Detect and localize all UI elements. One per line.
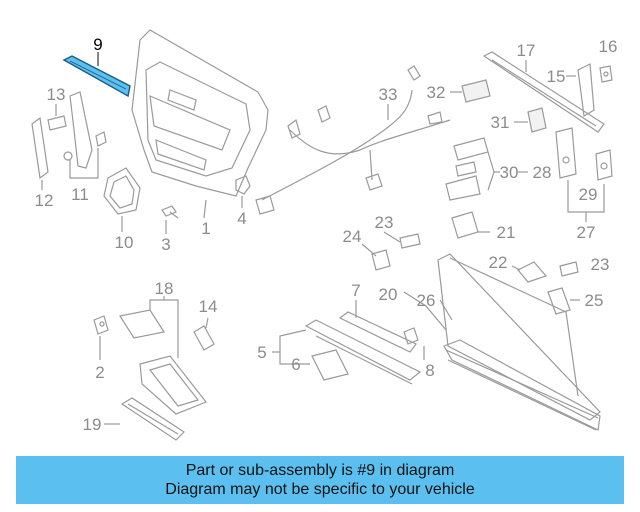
callout-33: 33: [379, 85, 398, 104]
part-18-handle-assembly: [119, 296, 207, 415]
info-banner: Part or sub-assembly is #9 in diagram Di…: [16, 456, 624, 504]
part-32-switch: [450, 79, 491, 103]
callout-11: 11: [71, 185, 89, 204]
callout-4: 4: [237, 209, 246, 228]
part-22-handle: [511, 261, 548, 283]
callout-9[interactable]: 9: [93, 35, 102, 54]
part-23-bracket-b: [559, 261, 579, 277]
callout-27: 27: [577, 223, 596, 242]
part-21-handle-cup: [451, 211, 490, 239]
callout-20: 20: [379, 285, 398, 304]
part-11-13-pillar-trim: [31, 91, 107, 190]
part-8-clip: [403, 327, 425, 360]
part-5-lower-garnish: [272, 319, 422, 385]
callout-22: 22: [489, 253, 508, 272]
part-3-screw: [161, 205, 179, 234]
door-trim-panel: [131, 29, 269, 219]
part-26-sunshade: [403, 253, 601, 431]
callout-8: 8: [425, 361, 434, 380]
callout-31: 31: [491, 113, 510, 132]
callout-18: 18: [155, 279, 174, 298]
callout-13: 13: [47, 85, 66, 104]
part-9-molding[interactable]: [62, 52, 131, 98]
banner-line-2: Diagram may not be specific to your vehi…: [165, 481, 475, 498]
part-31-switch: [514, 107, 547, 133]
callout-28: 28: [533, 163, 552, 182]
part-24-clip: [361, 243, 391, 271]
part-17-seal-strip: [482, 51, 605, 133]
callout-1: 1: [201, 219, 210, 238]
callout-24: 24: [343, 227, 362, 246]
banner-line-1: Part or sub-assembly is #9 in diagram: [185, 462, 455, 479]
callout-17: 17: [517, 41, 536, 60]
part-19-bezel: [104, 397, 185, 441]
callout-12: 12: [35, 191, 54, 210]
callout-7: 7: [351, 281, 360, 300]
callout-10: 10: [115, 233, 134, 252]
callout-6: 6: [291, 355, 300, 374]
callout-25: 25: [585, 291, 604, 310]
callout-23-upper: 23: [375, 213, 394, 232]
callout-26: 26: [417, 291, 436, 310]
callout-29: 29: [579, 185, 598, 204]
callout-23-lower: 23: [591, 255, 610, 274]
part-33-wiring-harness: [255, 65, 451, 215]
part-4-clip: [235, 175, 251, 208]
callout-14: 14: [199, 297, 218, 316]
part-29-latch: [555, 127, 613, 222]
part-2-bolt: [93, 315, 109, 360]
callout-15: 15: [547, 67, 566, 86]
callout-3: 3: [161, 235, 170, 254]
part-15-trim-piece: [566, 63, 595, 117]
part-28-30-latch-parts: [445, 137, 528, 201]
part-23-bracket-a: [383, 231, 421, 249]
part-16-clip: [599, 65, 613, 83]
callout-32: 32: [427, 83, 446, 102]
part-14-cover: [193, 317, 215, 351]
part-25-bracket: [547, 287, 580, 315]
parts-diagram: 9 1 2 3 4 5 6 7 8 10 11 12 13 14 15 16 1…: [31, 29, 618, 441]
callout-30: 30: [500, 163, 519, 182]
callout-2: 2: [95, 363, 104, 382]
callout-5: 5: [257, 343, 266, 362]
callout-19: 19: [83, 415, 102, 434]
callout-16: 16: [599, 37, 618, 56]
part-10-speaker-cover: [103, 167, 141, 232]
callout-21: 21: [497, 223, 516, 242]
part-6-clip: [311, 349, 349, 381]
part-7-strip: [338, 300, 417, 353]
